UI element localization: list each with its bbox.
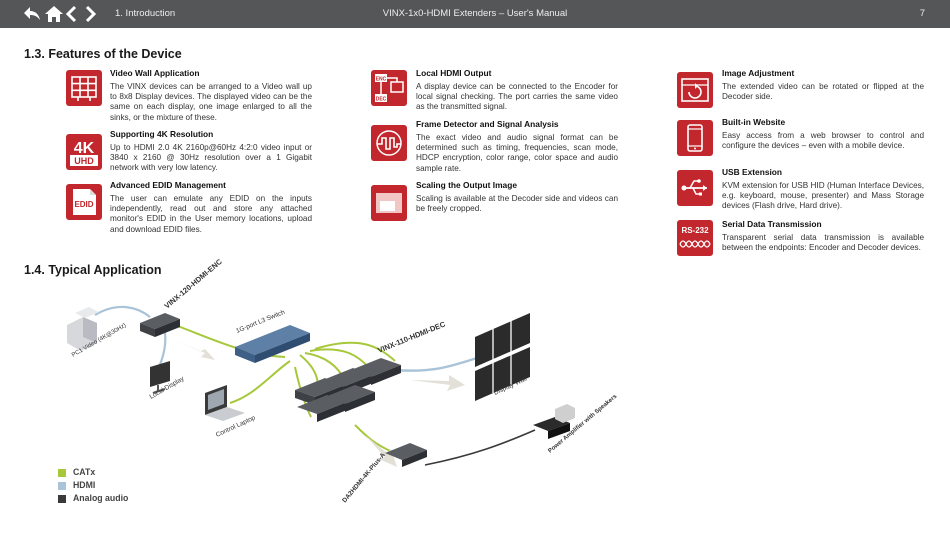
video-wall-icon bbox=[66, 70, 102, 106]
legend-swatch bbox=[58, 481, 66, 490]
scaling-icon bbox=[371, 185, 407, 221]
feature-title: Local HDMI Output bbox=[416, 68, 492, 78]
feature-desc: A display device can be connected to the… bbox=[416, 82, 618, 112]
legend-item-analog-audio: Analog audio bbox=[58, 492, 133, 505]
control-laptop-device bbox=[205, 385, 245, 421]
edid-icon: EDID bbox=[66, 184, 102, 220]
icon-text-edid: EDID bbox=[74, 200, 93, 209]
feature-title: Frame Detector and Signal Analysis bbox=[416, 119, 559, 129]
feature-title: Video Wall Application bbox=[110, 68, 200, 78]
legend-label: HDMI bbox=[73, 480, 96, 491]
amplifier-device bbox=[533, 404, 575, 439]
usb-icon bbox=[677, 170, 713, 206]
legend-label: Analog audio bbox=[73, 493, 129, 504]
local-display-device bbox=[150, 361, 170, 394]
icon-text-enc: ENC bbox=[376, 77, 387, 83]
feature-title: Advanced EDID Management bbox=[110, 180, 226, 190]
diagram-legend: CATx HDMI Analog audio bbox=[58, 466, 133, 505]
feature-title: Built-in Website bbox=[722, 117, 786, 127]
chevron-right-icon[interactable] bbox=[80, 4, 100, 24]
feature-image-adjustment: Image Adjustment The extended video can … bbox=[722, 68, 924, 102]
video-wall-device bbox=[475, 313, 530, 401]
encoder-device bbox=[140, 313, 180, 337]
rs232-icon: RS-232 bbox=[677, 220, 713, 256]
page-number: 7 bbox=[919, 8, 925, 19]
decoder-devices bbox=[295, 358, 401, 422]
feature-usb-extension: USB Extension KVM extension for USB HID … bbox=[722, 167, 924, 212]
typical-application-diagram: VINX-120-HDMI-ENC 1G-port L3 Switch VINX… bbox=[67, 257, 619, 504]
feature-serial-data: Serial Data Transmission Transparent ser… bbox=[722, 219, 924, 253]
legend-swatch bbox=[58, 468, 66, 477]
4k-uhd-icon: 4K UHD bbox=[66, 134, 102, 170]
feature-scaling: Scaling the Output Image Scaling is avai… bbox=[416, 180, 618, 214]
feature-4k: Supporting 4K Resolution Up to HDMI 2.0 … bbox=[110, 129, 312, 174]
feature-frame-detector: Frame Detector and Signal Analysis The e… bbox=[416, 119, 618, 174]
icon-text-rs232: RS-232 bbox=[681, 226, 709, 235]
chevron-left-icon[interactable] bbox=[62, 4, 82, 24]
audio-converter-label: DA2HDMI-4K-Plus-A bbox=[341, 451, 387, 504]
decoder-label: VINX-110-HDMI-DEC bbox=[376, 319, 447, 355]
feature-title: Scaling the Output Image bbox=[416, 180, 517, 190]
top-bar: 1. Introduction VINX-1x0-HDMI Extenders … bbox=[0, 0, 950, 28]
chapter-link[interactable]: 1. Introduction bbox=[115, 8, 176, 19]
legend-swatch bbox=[58, 494, 66, 503]
feature-title: Image Adjustment bbox=[722, 68, 795, 78]
feature-built-in-website: Built-in Website Easy access from a web … bbox=[722, 117, 924, 151]
feature-desc: KVM extension for USB HID (Human Interfa… bbox=[722, 181, 924, 211]
feature-local-hdmi: Local HDMI Output A display device can b… bbox=[416, 68, 618, 113]
feature-desc: The VINX devices can be arranged to a Vi… bbox=[110, 82, 312, 122]
feature-title: USB Extension bbox=[722, 167, 783, 177]
feature-desc: The exact video and audio signal format … bbox=[416, 133, 618, 173]
feature-desc: Transparent serial data transmission is … bbox=[722, 233, 924, 253]
feature-title: Supporting 4K Resolution bbox=[110, 129, 214, 139]
icon-text-dec: DEC bbox=[376, 97, 387, 103]
mobile-device-icon bbox=[677, 120, 713, 156]
enc-dec-icon: ENC DEC bbox=[371, 70, 407, 106]
legend-item-hdmi: HDMI bbox=[58, 479, 133, 492]
back-icon[interactable] bbox=[22, 4, 42, 24]
features-section-title: 1.3. Features of the Device bbox=[24, 47, 182, 61]
legend-label: CATx bbox=[73, 467, 96, 478]
icon-text-4k: 4K bbox=[74, 140, 95, 157]
encoder-label: VINX-120-HDMI-ENC bbox=[163, 257, 225, 311]
icon-text-uhd: UHD bbox=[74, 156, 94, 166]
feature-desc: Scaling is available at the Decoder side… bbox=[416, 194, 618, 214]
pc-device bbox=[67, 307, 99, 351]
audio-converter-device bbox=[385, 443, 427, 467]
network-switch-device bbox=[235, 325, 310, 363]
feature-desc: The extended video can be rotated or fli… bbox=[722, 82, 924, 102]
document-title: VINX-1x0-HDMI Extenders – User's Manual bbox=[382, 8, 568, 19]
feature-video-wall: Video Wall Application The VINX devices … bbox=[110, 68, 312, 123]
feature-edid: Advanced EDID Management The user can em… bbox=[110, 180, 312, 235]
feature-desc: The user can emulate any EDID on the inp… bbox=[110, 194, 312, 234]
feature-desc: Easy access from a web browser to contro… bbox=[722, 131, 924, 151]
application-section-title: 1.4. Typical Application bbox=[24, 263, 162, 277]
home-icon[interactable] bbox=[44, 4, 64, 24]
image-rotate-icon bbox=[677, 72, 713, 108]
legend-item-catx: CATx bbox=[58, 466, 133, 479]
frame-detector-icon bbox=[371, 125, 407, 161]
feature-title: Serial Data Transmission bbox=[722, 219, 822, 229]
feature-desc: Up to HDMI 2.0 4K 2160p@60Hz 4:2:0 video… bbox=[110, 143, 312, 173]
